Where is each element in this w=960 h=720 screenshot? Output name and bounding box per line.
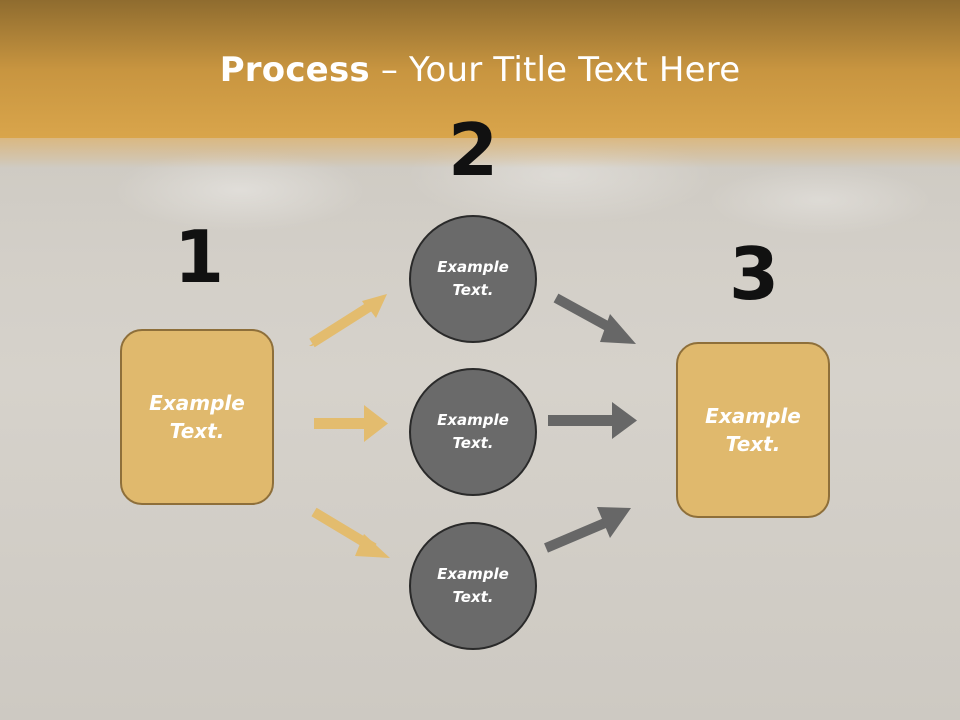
- step-3-box[interactable]: Example Text.: [676, 342, 830, 518]
- step-2-circle-1[interactable]: Example Text.: [409, 215, 537, 343]
- arrow-right-icon: [548, 402, 637, 439]
- title-bold: Process: [219, 50, 370, 90]
- step-3-text-line2: Text.: [725, 432, 781, 456]
- circle-1-text-line1: Example: [437, 258, 509, 276]
- circle-2-text-line1: Example: [437, 411, 509, 429]
- step-number-3: 3: [728, 232, 780, 316]
- step-2-circle-2[interactable]: Example Text.: [409, 368, 537, 496]
- circle-2-text-line2: Text.: [452, 434, 494, 452]
- circle-3-text-line1: Example: [437, 565, 509, 583]
- arrow-down-right-icon: [311, 507, 390, 558]
- step-number-1: 1: [173, 215, 225, 299]
- title-rest: – Your Title Text Here: [369, 50, 741, 90]
- step-1-box[interactable]: Example Text.: [120, 329, 274, 505]
- step-2-circle-3[interactable]: Example Text.: [409, 522, 537, 650]
- circle-3-text-line2: Text.: [452, 588, 494, 606]
- arrow-up-right-icon: [309, 294, 387, 348]
- arrow-down-right-icon: [553, 293, 636, 344]
- arrow-up-right-icon: [544, 507, 631, 553]
- slide-title: Process – Your Title Text Here: [0, 50, 960, 90]
- arrow-right-icon: [314, 405, 388, 442]
- step-3-text-line1: Example: [705, 404, 801, 428]
- circle-1-text-line2: Text.: [452, 281, 494, 299]
- header-fade: [0, 138, 960, 168]
- step-1-text-line1: Example: [149, 391, 245, 415]
- step-number-2: 2: [447, 108, 499, 192]
- header-band: [0, 0, 960, 138]
- step-1-text-line2: Text.: [169, 419, 225, 443]
